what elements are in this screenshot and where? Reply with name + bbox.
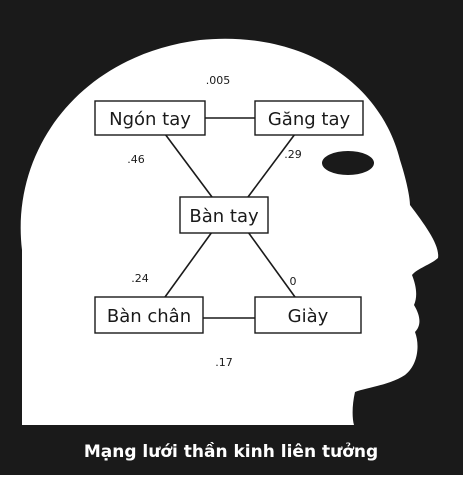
node-hand-box xyxy=(179,196,269,234)
node-finger-label: Ngón tay xyxy=(109,109,191,130)
edge-finger-hand xyxy=(164,133,213,198)
weight-foot-shoe: .17 xyxy=(215,356,233,369)
figure-caption: Mạng lưới thần kinh liên tưởng xyxy=(84,441,378,462)
weight-hand-shoe: 0 xyxy=(290,275,297,288)
eye-icon xyxy=(322,151,374,175)
node-finger-box xyxy=(94,100,206,136)
weight-finger-hand: .46 xyxy=(127,153,145,166)
node-glove-box xyxy=(254,100,364,136)
edge-glove-hand xyxy=(247,133,296,198)
edge-hand-shoe xyxy=(247,231,296,298)
weight-hand-foot: .24 xyxy=(131,272,149,285)
node-glove-label: Găng tay xyxy=(268,109,351,130)
weight-finger-glove: .005 xyxy=(206,74,231,87)
node-foot-label: Bàn chân xyxy=(107,306,191,327)
node-shoe-box xyxy=(254,296,362,334)
node-foot-box xyxy=(94,296,204,334)
node-shoe-label: Giày xyxy=(288,306,329,327)
edge-hand-foot xyxy=(164,231,213,298)
node-hand-label: Bàn tay xyxy=(189,206,259,227)
weight-glove-hand: .29 xyxy=(284,148,302,161)
